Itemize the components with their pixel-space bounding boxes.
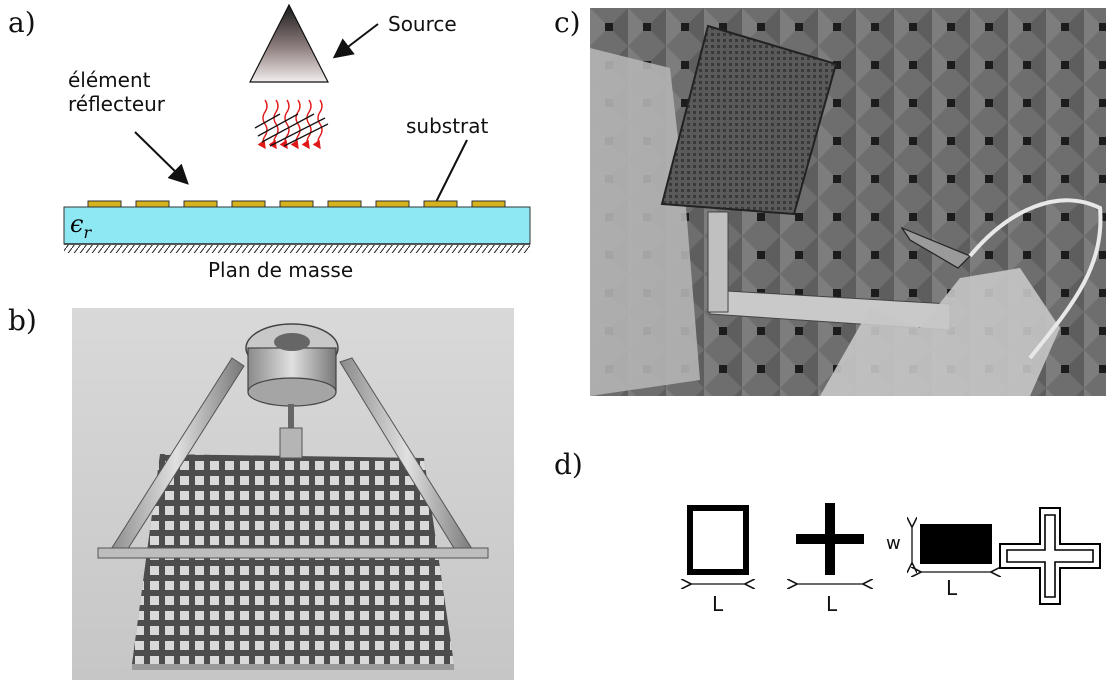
patch-width-dim-label: w [886,533,901,554]
reflector-element-label-line2: réflecteur [68,92,166,116]
reflector-element-label-line1: élément [68,68,151,92]
square-loop-element [687,505,749,575]
patch-length-dim-label: L [946,576,958,600]
ground-plane-label: Plan de masse [208,258,354,282]
anechoic-chamber-photo [590,8,1106,396]
rectangular-patch-element [920,524,992,564]
reflector-pointer-arrow [134,131,189,185]
horn-source-icon [249,3,329,83]
support-bar [97,547,489,559]
cross-element [796,503,864,575]
wavefront-lines [254,113,329,147]
epsilon-r-label: ϵr [70,210,92,242]
substrate-label: substrat [406,114,489,138]
panel-label-a: a) [8,6,36,39]
chamber-reflector-panel [660,24,838,216]
substrate-layer [63,206,531,245]
panel-label-b: b) [8,304,37,337]
source-pointer-arrow [332,23,379,59]
cross-dim-label: L [826,592,838,616]
cross-loop-element [999,507,1101,605]
panel-a-diagram [63,3,531,253]
panel-label-c: c) [554,6,581,39]
square-loop-dim-label: L [712,592,724,616]
feed-horn-icon [900,226,972,269]
reflectarray-photo [72,308,514,680]
rf-cable [968,198,1103,360]
source-label: Source [388,12,457,36]
reflector-patch-row [87,200,506,208]
panel-label-d: d) [554,448,583,481]
ground-plane-hatch [64,245,530,253]
